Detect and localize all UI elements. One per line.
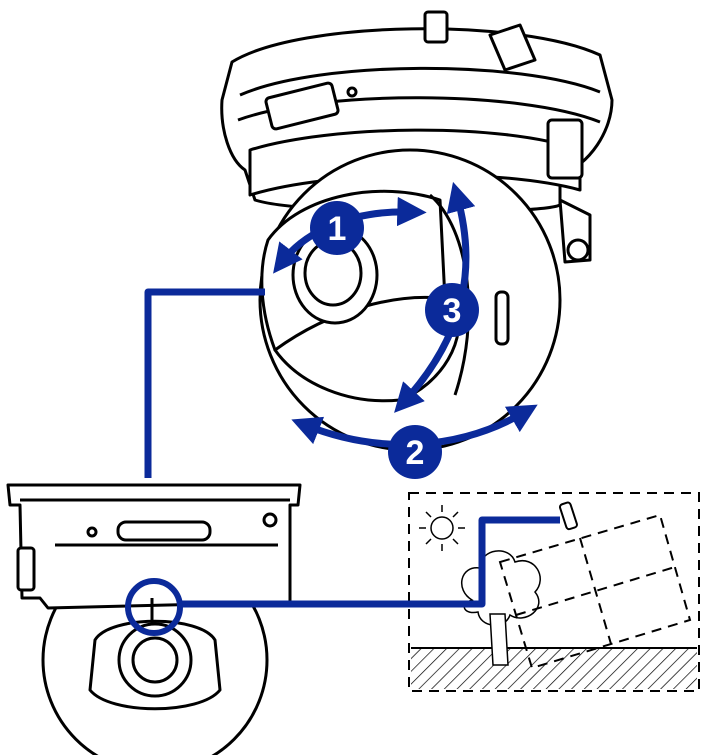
callout-3-label: 3 bbox=[443, 292, 462, 330]
highlight-ring bbox=[125, 578, 183, 636]
connectors bbox=[125, 288, 560, 636]
orientation-inset bbox=[408, 492, 700, 692]
closeup-screw-2 bbox=[262, 512, 278, 528]
camera-marker-icon bbox=[559, 501, 578, 531]
dome-slot bbox=[494, 290, 510, 346]
inset-ground bbox=[411, 648, 697, 689]
closeup-screw bbox=[86, 526, 98, 538]
camera-closeup bbox=[6, 483, 302, 755]
side-slot bbox=[264, 81, 340, 131]
connector-dome-to-closeup bbox=[144, 288, 265, 478]
mount-tab bbox=[423, 10, 449, 44]
side-knob bbox=[566, 238, 590, 262]
callout-3: 3 bbox=[425, 283, 479, 337]
rotated-image-frame bbox=[498, 513, 692, 670]
screw-hole bbox=[346, 86, 358, 98]
side-latch bbox=[546, 118, 584, 180]
sun-icon bbox=[419, 505, 465, 551]
callout-2-label: 2 bbox=[406, 434, 425, 472]
callout-2: 2 bbox=[388, 425, 442, 479]
connector-closeup-to-inset bbox=[180, 516, 560, 608]
side-bracket bbox=[558, 198, 592, 264]
closeup-lens-inner bbox=[131, 636, 179, 684]
mount-tab-right bbox=[488, 23, 537, 72]
callout-1-label: 1 bbox=[328, 210, 347, 248]
closeup-side-latch bbox=[16, 546, 36, 592]
closeup-slot bbox=[116, 520, 212, 542]
camera-base-rim bbox=[239, 66, 601, 97]
callout-1: 1 bbox=[310, 201, 364, 255]
